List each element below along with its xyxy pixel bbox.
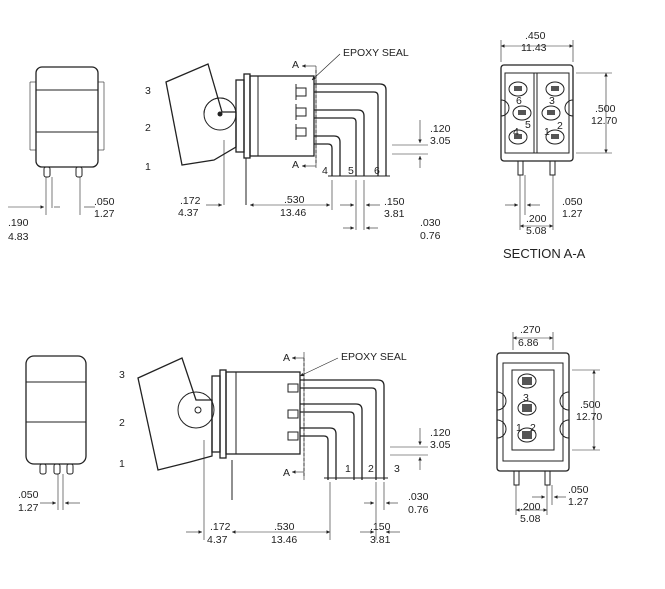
bottom-front-view [25,355,87,510]
terminal-label: 3 [394,463,400,475]
dim-172-mm: 4.37 [207,534,228,546]
pin-label: 4 [513,126,519,138]
dim-172-mm: 4.37 [178,207,199,219]
dim-200-mm: 5.08 [526,225,547,237]
pin-label: 1 [544,126,550,138]
dim-200-mm: 5.08 [520,513,541,525]
dim-top-front-pin-mm: 1.27 [94,208,115,220]
dim-030-in: .030 [420,217,441,229]
top-section-view [500,40,612,230]
section-marker-a: A [292,159,299,171]
bottom-section-view [496,332,600,515]
dim-bot-front-pin-mm: 1.27 [18,502,39,514]
section-marker-a: A [283,467,290,479]
position-label: 1 [119,458,125,470]
position-label: 3 [119,369,125,381]
section-marker-a: A [292,59,299,71]
dim-top-front-width-in: .190 [8,217,29,229]
dim-500-in: .500 [580,399,601,411]
terminal-label: 5 [348,165,354,177]
dim-030-in: .030 [408,491,429,503]
position-label: 3 [145,85,151,97]
terminal-label: 2 [368,463,374,475]
pin-label: 3 [523,392,529,404]
dim-120-mm: 3.05 [430,439,451,451]
dim-120-mm: 3.05 [430,135,451,147]
dim-200-in: .200 [526,213,547,225]
dim-120-in: .120 [430,123,451,135]
dim-270-mm: 6.86 [518,337,539,349]
pin-label: 1 [516,422,522,434]
dim-150-in: .150 [370,521,391,533]
dim-172-in: .172 [180,195,201,207]
dim-150-mm: 3.81 [384,208,405,220]
dim-030-mm: 0.76 [408,504,429,516]
section-title: SECTION A-A [503,246,586,261]
dim-050-in: .050 [562,196,583,208]
dim-450-mm: 11.43 [521,42,547,54]
dim-050-mm: 1.27 [568,496,589,508]
dim-530-mm: 13.46 [271,534,297,546]
top-side-view [165,53,428,230]
dim-120-in: .120 [430,427,451,439]
pin-label: 5 [525,119,531,131]
dim-150-in: .150 [384,196,405,208]
terminal-label: 1 [345,463,351,475]
dim-top-front-pin-in: .050 [94,196,115,208]
dim-500-in: .500 [595,103,616,115]
dim-050-in: .050 [568,484,589,496]
epoxy-seal-label: EPOXY SEAL [341,351,407,363]
dim-top-front-width-mm: 4.83 [8,231,29,243]
position-label: 2 [145,122,151,134]
epoxy-seal-label: EPOXY SEAL [343,47,409,59]
dim-530-mm: 13.46 [280,207,306,219]
bottom-side-view [137,352,428,540]
position-label: 2 [119,417,125,429]
top-front-view [8,66,105,215]
terminal-label: 6 [374,165,380,177]
dim-500-mm: 12.70 [591,115,617,127]
dim-200-in: .200 [520,501,541,513]
pin-label: 2 [557,120,563,132]
pin-label: 6 [516,95,522,107]
pin-label: 3 [549,95,555,107]
dim-172-in: .172 [210,521,231,533]
dim-030-mm: 0.76 [420,230,441,242]
pin-label: 2 [530,422,536,434]
dim-530-in: .530 [274,521,295,533]
dim-150-mm: 3.81 [370,534,391,546]
dim-530-in: .530 [284,194,305,206]
terminal-label: 4 [322,165,328,177]
dim-500-mm: 12.70 [576,411,602,423]
dim-450-in: .450 [525,30,546,42]
dim-050-mm: 1.27 [562,208,583,220]
position-label: 1 [145,161,151,173]
dim-bot-front-pin-in: .050 [18,489,39,501]
section-marker-a: A [283,352,290,364]
dim-270-in: .270 [520,324,541,336]
